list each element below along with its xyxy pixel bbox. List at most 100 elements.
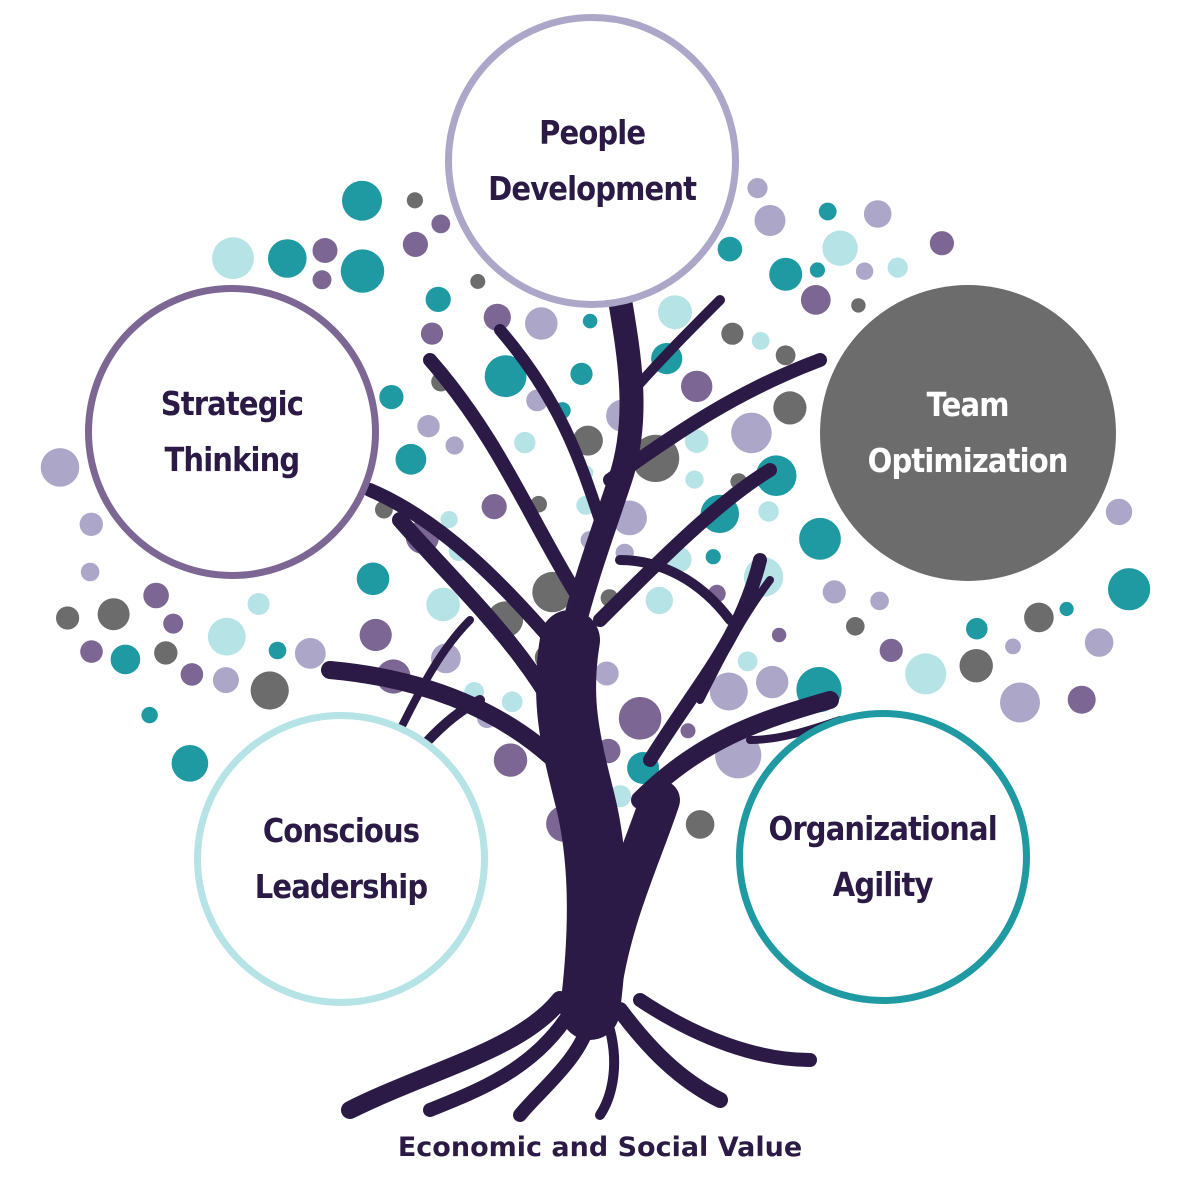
foliage-dot	[1000, 682, 1040, 723]
node-strategic-thinking-label: Strategic Thinking	[160, 384, 304, 479]
foliage-dot	[268, 239, 307, 278]
foliage-dot	[483, 303, 511, 331]
foliage-dot	[440, 510, 458, 529]
foliage-dot	[929, 231, 955, 256]
foliage-dot	[417, 415, 440, 438]
branch	[603, 353, 827, 487]
foliage-dot	[822, 230, 858, 266]
foliage-dot	[247, 593, 270, 615]
foliage-dot	[97, 598, 130, 631]
node-team-optimization: Team Optimization	[820, 285, 1116, 581]
foliage-dot	[163, 613, 184, 634]
foliage-dot	[799, 517, 841, 560]
foliage-dot	[207, 617, 246, 656]
foliage-dot	[959, 649, 993, 683]
foliage-dot	[773, 391, 807, 425]
foliage-dot	[658, 295, 692, 330]
foliage-dot	[445, 436, 464, 455]
foliage-dot	[143, 582, 169, 609]
foliage-dot	[1105, 498, 1133, 526]
foliage-dot	[493, 743, 528, 777]
foliage-dot	[582, 313, 598, 329]
foliage-dot	[645, 586, 673, 615]
branch	[593, 463, 777, 627]
foliage-dot	[359, 618, 392, 652]
foliage-dot	[501, 691, 523, 713]
foliage-dot	[312, 238, 338, 263]
foliage-dot	[180, 663, 204, 686]
branch	[631, 691, 839, 809]
foliage-dot	[79, 512, 104, 536]
footer-caption: Economic and Social Value	[397, 1132, 803, 1163]
node-team-optimization-label: Team Optimization	[868, 385, 1069, 480]
node-strategic-thinking: Strategic Thinking	[85, 285, 379, 579]
branch	[615, 555, 735, 625]
foliage-dot	[756, 665, 789, 699]
foliage-dot	[800, 285, 831, 315]
foliage-dot	[570, 362, 593, 385]
foliage-dots	[40, 178, 1151, 842]
root	[633, 993, 817, 1067]
foliage-dot	[514, 431, 536, 454]
foliage-dot	[594, 661, 619, 686]
foliage-dot	[709, 672, 748, 711]
foliage-dot	[1108, 568, 1151, 611]
foliage-dot	[863, 200, 892, 228]
foliage-dot	[426, 587, 460, 622]
foliage-dot	[751, 332, 770, 350]
node-organizational-agility: Organizational Agility	[736, 710, 1030, 1004]
foliage-dot	[212, 237, 254, 280]
foliage-dot	[737, 651, 758, 672]
foliage-dot	[431, 214, 451, 234]
trunk	[580, 780, 680, 1020]
foliage-dot	[212, 667, 239, 694]
foliage-dot	[402, 231, 428, 257]
foliage-dot	[110, 644, 141, 675]
foliage-dot	[879, 638, 903, 663]
foliage-dot	[294, 638, 326, 669]
foliage-dot	[56, 606, 80, 630]
foliage-dot	[250, 671, 289, 710]
root	[612, 1002, 728, 1108]
foliage-dot	[1005, 638, 1021, 655]
foliage-dot	[818, 202, 837, 221]
node-people-development-label: People Development	[488, 113, 697, 208]
tree-trunk-and-branches	[321, 288, 844, 1122]
branch	[696, 576, 774, 704]
foliage-dot	[754, 205, 786, 236]
foliage-dot	[379, 385, 404, 410]
foliage-dot	[747, 178, 768, 199]
branch	[396, 616, 474, 734]
foliage-dot	[1084, 628, 1114, 657]
foliage-dot	[966, 617, 988, 640]
foliage-dot	[855, 262, 874, 280]
foliage-dot	[846, 617, 865, 636]
foliage-dot	[484, 355, 527, 398]
foliage-dot	[470, 274, 486, 289]
foliage-dot	[618, 697, 662, 740]
foliage-dot	[717, 236, 743, 262]
foliage-dot	[80, 562, 100, 582]
foliage-dot	[731, 412, 772, 454]
root	[341, 991, 569, 1119]
branch	[392, 512, 588, 768]
branch	[620, 295, 725, 405]
branch	[423, 353, 587, 607]
foliage-dot	[40, 448, 80, 487]
foliage-dot	[525, 307, 558, 340]
foliage-dot	[851, 298, 866, 313]
foliage-dot	[80, 640, 103, 663]
foliage-dot	[905, 653, 947, 695]
foliage-dot	[684, 429, 709, 453]
foliage-dot	[356, 562, 390, 596]
foliage-dot	[1059, 601, 1074, 617]
foliage-dot	[481, 494, 507, 520]
foliage-dot	[705, 549, 721, 565]
foliage-dot	[572, 425, 603, 456]
root	[423, 1013, 572, 1117]
node-conscious-leadership-label: Conscious Leadership	[254, 811, 428, 906]
foliage-dot	[141, 706, 158, 724]
foliage-dot	[340, 249, 385, 293]
foliage-dot	[171, 745, 209, 782]
